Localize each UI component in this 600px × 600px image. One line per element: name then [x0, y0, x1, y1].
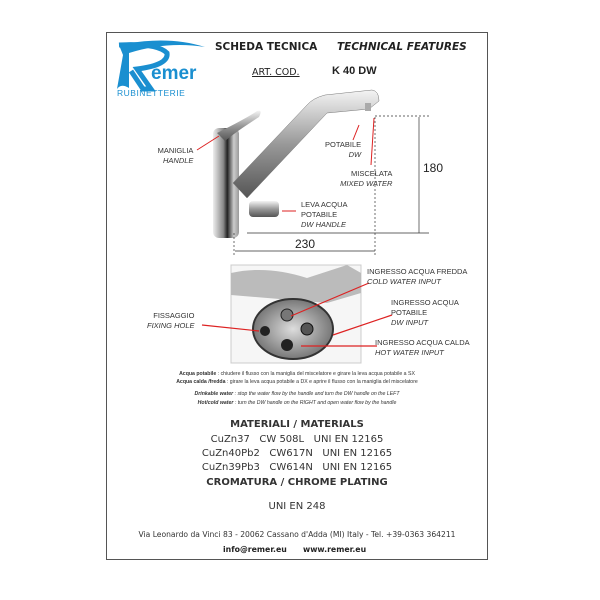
mixed-label-en: MIXED WATER — [340, 179, 393, 188]
title-en: TECHNICAL FEATURES — [337, 41, 467, 53]
dimension-lines — [233, 115, 429, 255]
note-line: Drinkable water : stop the water flow by… — [194, 391, 400, 397]
material-line: CuZn40Pb2 CW617N UNI EN 12165 — [201, 448, 393, 459]
plating-title: CROMATURA / CHROME PLATING — [206, 477, 388, 488]
pointer-arrows — [196, 117, 375, 212]
mixed-label-it: MISCELATA — [351, 169, 393, 178]
lever-label-en: DW HANDLE — [301, 220, 347, 229]
brand-tagline: RUBINETTERIE — [117, 88, 186, 98]
handle-label-it: MANIGLIA — [157, 146, 194, 155]
lever-label-it2: POTABILE — [301, 210, 338, 219]
art-label: ART. COD. — [252, 67, 300, 78]
pointer-arrows-2 — [201, 282, 393, 347]
material-line: CuZn39Pb3 CW614N UNI EN 12165 — [201, 462, 393, 473]
title-it: SCHEDA TECNICA — [215, 41, 318, 53]
technical-sheet: emer RUBINETTERIE SCHEDA TECNICA TECHNIC… — [106, 32, 488, 560]
dw-input-it1: INGRESSO ACQUA — [391, 298, 459, 307]
faucet-image — [213, 89, 380, 238]
dw-label-it: POTABILE — [325, 140, 362, 149]
material-line: CuZn37 CW 508L UNI EN 12165 — [210, 434, 384, 445]
faucet-base-photo — [230, 264, 362, 364]
dw-input-it2: POTABILE — [391, 308, 428, 317]
fixing-hole-en: FIXING HOLE — [147, 321, 195, 330]
footer-email[interactable]: info@remer.eu — [223, 545, 287, 554]
note-line: Hot/cold water : turn the DW handle on t… — [197, 400, 397, 406]
art-code: K 40 DW — [332, 65, 377, 77]
hot-input-it: INGRESSO ACQUA CALDA — [375, 338, 470, 347]
note-line: Acqua calda /fredda : girare la leva acq… — [176, 379, 418, 385]
handle-label-en: HANDLE — [163, 156, 194, 165]
dw-input-en: DW INPUT — [391, 318, 429, 327]
width-dimension: 230 — [295, 237, 316, 251]
fixing-hole-it: FISSAGGIO — [153, 311, 195, 320]
materials-title: MATERIALI / MATERIALS — [230, 419, 364, 430]
height-dimension: 180 — [423, 161, 444, 175]
dw-label-en: DW — [348, 150, 362, 159]
faucet-illustrations: emer — [117, 40, 429, 364]
footer-website[interactable]: www.remer.eu — [303, 545, 367, 554]
logo-text: emer — [151, 63, 197, 84]
note-line: Acqua potabile : chiudere il flusso con … — [179, 371, 415, 377]
lever-label-it1: LEVA ACQUA — [301, 200, 348, 209]
cold-input-en: COLD WATER INPUT — [367, 277, 441, 286]
remer-logo: emer — [117, 40, 205, 92]
footer-address: Via Leonardo da Vinci 83 - 20062 Cassano… — [138, 530, 456, 539]
cold-input-it: INGRESSO ACQUA FREDDA — [367, 267, 468, 276]
plating-standard: UNI EN 248 — [268, 501, 326, 512]
hot-input-en: HOT WATER INPUT — [375, 348, 444, 357]
